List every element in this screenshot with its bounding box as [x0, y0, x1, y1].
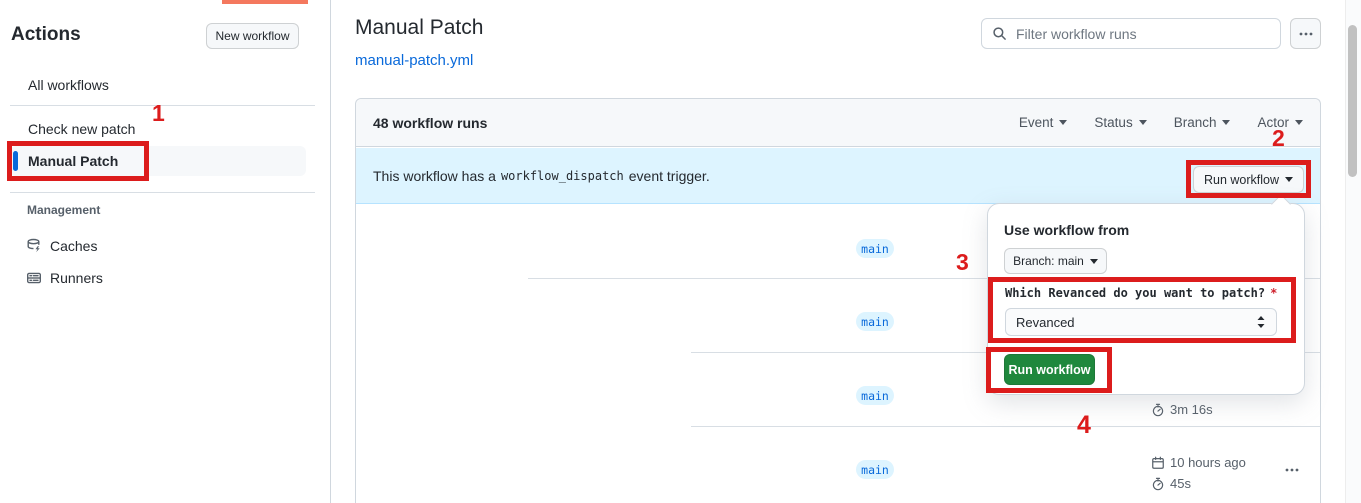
branch-badge[interactable]: main [856, 386, 894, 405]
sidebar-item-label: Caches [50, 238, 98, 254]
banner-code: workflow_dispatch [500, 168, 624, 183]
filter-branch[interactable]: Branch [1174, 115, 1231, 130]
branch-badge[interactable]: main [856, 239, 894, 258]
sidebar-item-manual-patch[interactable]: Manual Patch [10, 146, 306, 176]
caret-down-icon [1059, 120, 1068, 129]
search-field[interactable] [981, 18, 1281, 49]
kebab-icon [1285, 468, 1299, 472]
required-marker: * [1270, 286, 1278, 300]
filter-actor[interactable]: Actor [1257, 115, 1303, 130]
select-value: Revanced [1016, 314, 1075, 330]
runs-filter-bar: Event Status Branch Actor [1019, 115, 1303, 130]
revanced-select[interactable]: Revanced [1005, 308, 1277, 336]
workflow-dispatch-banner: This workflow has a workflow_dispatch ev… [356, 148, 1320, 204]
sidebar-management-heading: Management [27, 203, 101, 217]
branch-badge[interactable]: main [856, 312, 894, 331]
run-workflow-dropdown-button[interactable]: Run workflow [1193, 166, 1304, 193]
workflow-input-label: Which Revanced do you want to patch?* [1005, 286, 1278, 300]
runs-list-header: 48 workflow runs Event Status Branch Act… [356, 99, 1320, 147]
run-workflow-submit-button[interactable]: Run workflow [1004, 354, 1095, 385]
sidebar-item-label: Manual Patch [28, 153, 119, 169]
server-icon [27, 272, 42, 284]
sort-arrows-icon [1257, 316, 1265, 328]
sidebar-item-label: Runners [50, 270, 103, 286]
sidebar-item-caches[interactable]: Caches [26, 235, 306, 257]
banner-text: This workflow has a [373, 167, 496, 184]
caret-down-icon [1295, 120, 1303, 129]
page-title: Manual Patch [355, 16, 484, 39]
cache-icon [27, 238, 40, 253]
branch-selector-button[interactable]: Branch: main [1004, 248, 1107, 274]
workflow-options-kebab-button[interactable] [1290, 18, 1321, 49]
annotation-number-4: 4 [1077, 411, 1091, 439]
workflow-runs-panel: 48 workflow runs Event Status Branch Act… [355, 98, 1321, 503]
stopwatch-icon [1152, 403, 1164, 416]
annotation-number-2: 2 [1272, 125, 1285, 151]
annotation-number-1: 1 [152, 100, 165, 126]
selected-accent-bar [13, 151, 18, 171]
search-icon [993, 27, 1006, 40]
run-duration: 45s [1151, 476, 1191, 491]
run-count-label: 48 workflow runs [373, 114, 488, 131]
page-scrollbar-thumb[interactable] [1348, 25, 1357, 177]
sidebar-item-all-workflows[interactable]: All workflows [28, 77, 109, 93]
sidebar-title: Actions [11, 24, 81, 45]
branch-badge[interactable]: main [856, 460, 894, 479]
sidebar-item-check-new-patch[interactable]: Check new patch [28, 121, 136, 137]
caret-down-icon [1222, 120, 1231, 129]
sidebar-right-border [330, 0, 331, 503]
kebab-icon [1299, 32, 1312, 35]
caret-down-icon [1138, 120, 1147, 129]
row-divider [528, 278, 1320, 279]
caret-down-icon [1089, 258, 1098, 268]
calendar-icon [1152, 456, 1164, 469]
filter-status[interactable]: Status [1094, 115, 1147, 130]
popover-title: Use workflow from [1004, 222, 1130, 238]
sidebar-divider [10, 105, 315, 106]
sidebar-item-runners[interactable]: Runners [26, 267, 306, 289]
banner-text: event trigger. [628, 167, 710, 184]
caret-down-icon [1285, 177, 1294, 186]
run-duration: 3m 16s [1151, 402, 1213, 417]
filter-event[interactable]: Event [1019, 115, 1068, 130]
row-divider [691, 426, 1320, 427]
run-workflow-popover: Use workflow from Branch: main Which Rev… [987, 194, 1305, 395]
annotation-box-fragment [222, 0, 308, 4]
stopwatch-icon [1152, 477, 1164, 490]
search-input[interactable] [1014, 24, 1270, 43]
sidebar-divider [10, 192, 315, 193]
run-options-kebab-button[interactable] [1278, 461, 1306, 479]
workflow-file-link[interactable]: manual-patch.yml [355, 52, 474, 69]
run-date: 10 hours ago [1151, 455, 1246, 470]
annotation-number-3: 3 [956, 249, 969, 275]
new-workflow-button[interactable]: New workflow [206, 23, 299, 49]
